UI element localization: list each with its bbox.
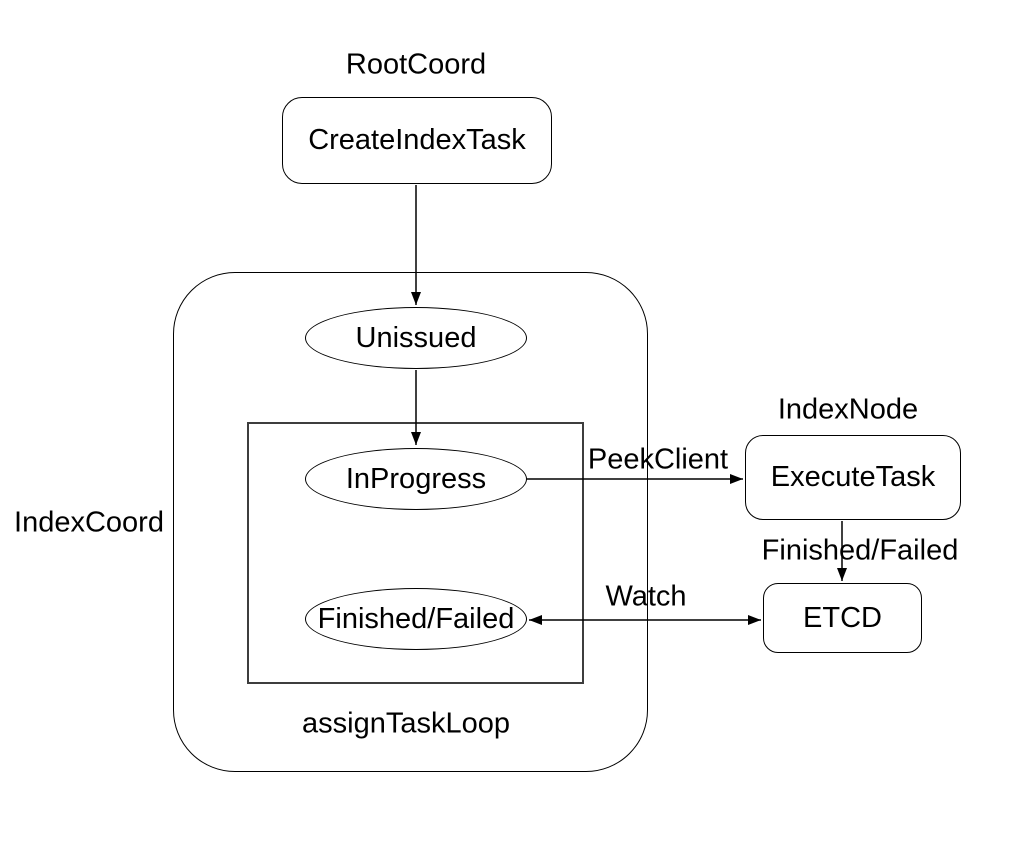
node-label: Finished/Failed xyxy=(317,602,515,635)
node-finished-failed: Finished/Failed xyxy=(305,588,527,650)
node-label: CreateIndexTask xyxy=(308,124,526,156)
node-label: ETCD xyxy=(803,601,882,634)
edge-label-peek-client: PeekClient xyxy=(587,443,729,476)
group-label-index-node: IndexNode xyxy=(777,393,919,426)
group-index-coord-container xyxy=(173,272,648,772)
edge-label-watch: Watch xyxy=(605,580,687,613)
group-label-assign-task-loop: assignTaskLoop xyxy=(302,707,510,740)
node-label: InProgress xyxy=(345,462,487,495)
node-label: Unissued xyxy=(355,321,477,354)
node-unissued: Unissued xyxy=(305,307,527,369)
edge-label-finished-failed: Finished/Failed xyxy=(761,534,959,567)
group-label-index-coord: IndexCoord xyxy=(14,506,164,539)
group-label-root-coord: RootCoord xyxy=(345,48,487,81)
node-etcd: ETCD xyxy=(763,583,922,653)
node-in-progress: InProgress xyxy=(305,448,527,510)
node-create-index-task: CreateIndexTask xyxy=(282,97,552,184)
node-execute-task: ExecuteTask xyxy=(745,435,961,520)
node-label: ExecuteTask xyxy=(770,461,936,493)
